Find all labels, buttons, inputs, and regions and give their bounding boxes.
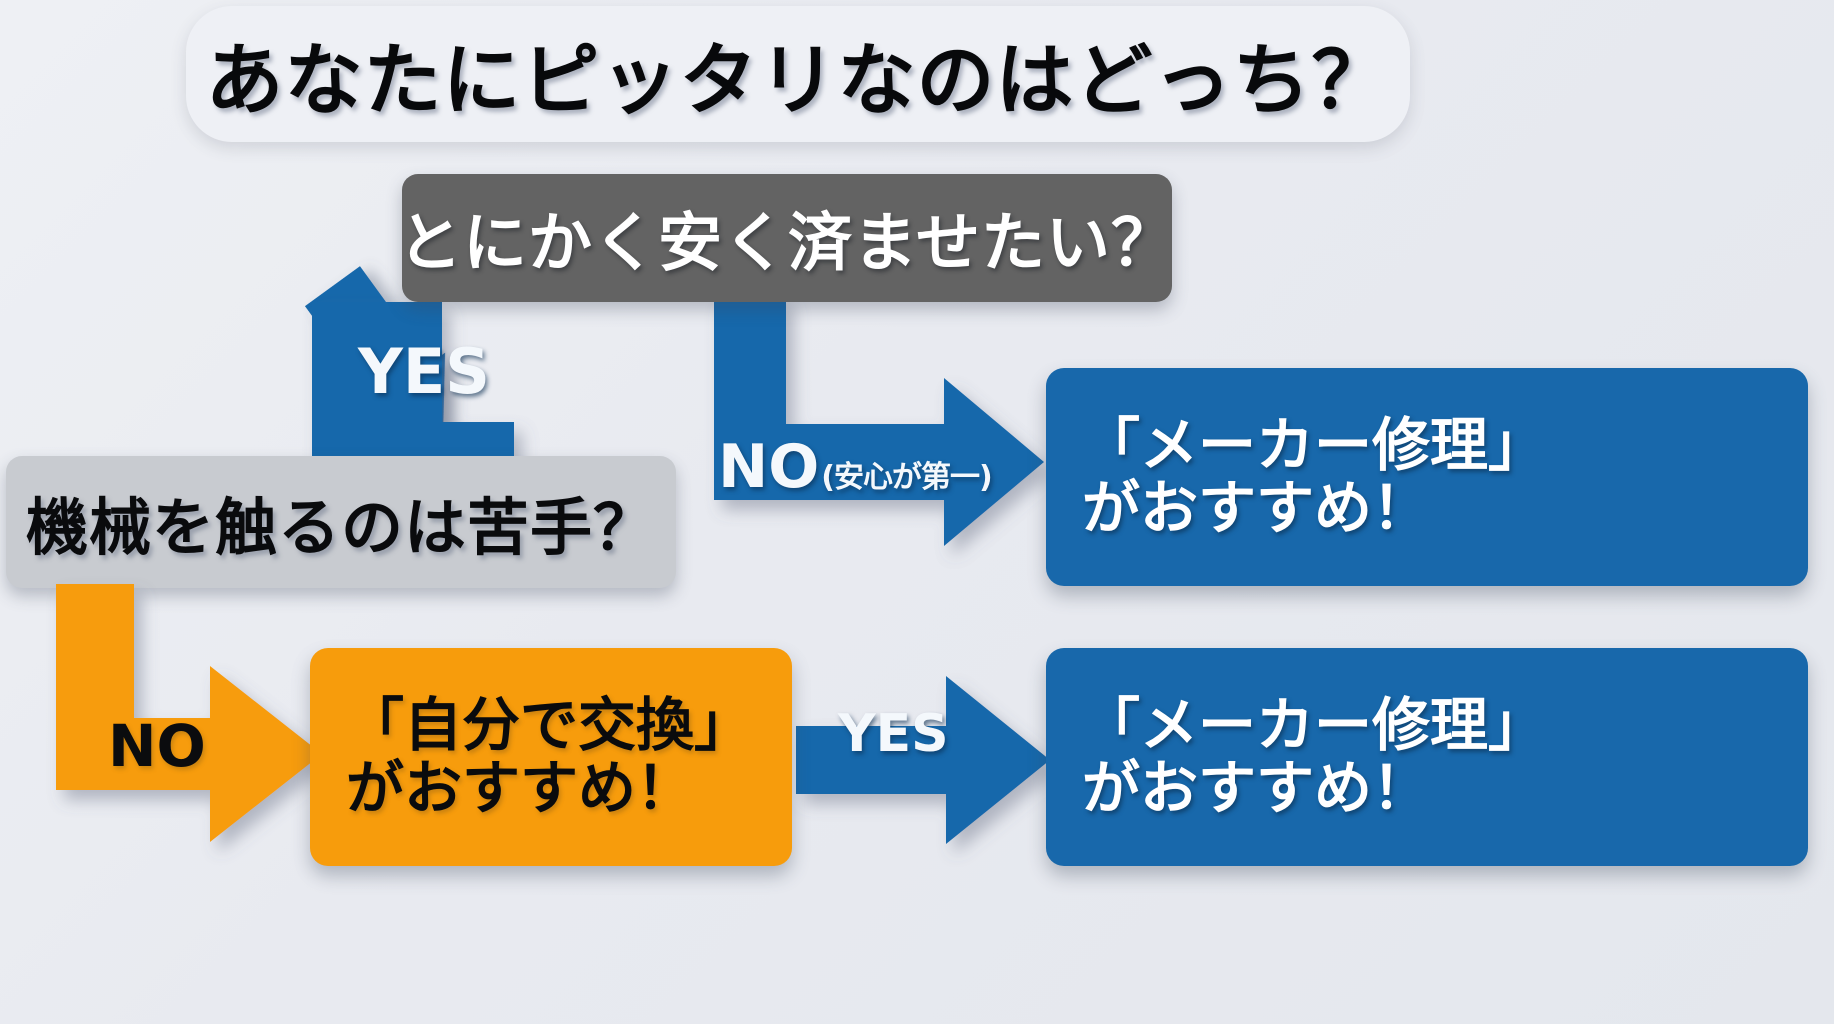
result-node-maker-top[interactable]: 「メーカー修理」 がおすすめ！	[1046, 368, 1808, 586]
question-node-machine[interactable]: 機械を触るのは苦手？	[6, 456, 676, 588]
question-node-cost-label: とにかく安く済ませたい？	[397, 207, 1177, 281]
question-node-machine-label: 機械を触るのは苦手？	[25, 491, 656, 564]
result-maker-bottom-line2: がおすすめ！	[1082, 754, 1431, 822]
result-node-maker-bottom[interactable]: 「メーカー修理」 がおすすめ！	[1046, 648, 1808, 866]
result-maker-top-line2: がおすすめ！	[1082, 474, 1431, 542]
arrow-yes-bottom	[796, 676, 1050, 844]
page-title-pill: あなたにピッタリなのはどっち？	[186, 6, 1410, 142]
page-title: あなたにピッタリなのはどっち？	[205, 36, 1391, 126]
result-maker-bottom-line1: 「メーカー修理」	[1082, 691, 1547, 760]
arrow-no-bottom	[56, 584, 322, 842]
question-node-cost[interactable]: とにかく安く済ませたい？	[398, 174, 1175, 302]
result-self-swap-line1: 「自分で交換」	[346, 691, 753, 760]
arrow-yes-top-shape	[312, 302, 514, 494]
result-node-self-swap[interactable]: 「自分で交換」 がおすすめ！	[310, 648, 792, 866]
result-maker-top-line1: 「メーカー修理」	[1082, 411, 1547, 480]
result-self-swap-line2: がおすすめ！	[346, 754, 695, 822]
arrow-no-top	[714, 296, 1044, 546]
